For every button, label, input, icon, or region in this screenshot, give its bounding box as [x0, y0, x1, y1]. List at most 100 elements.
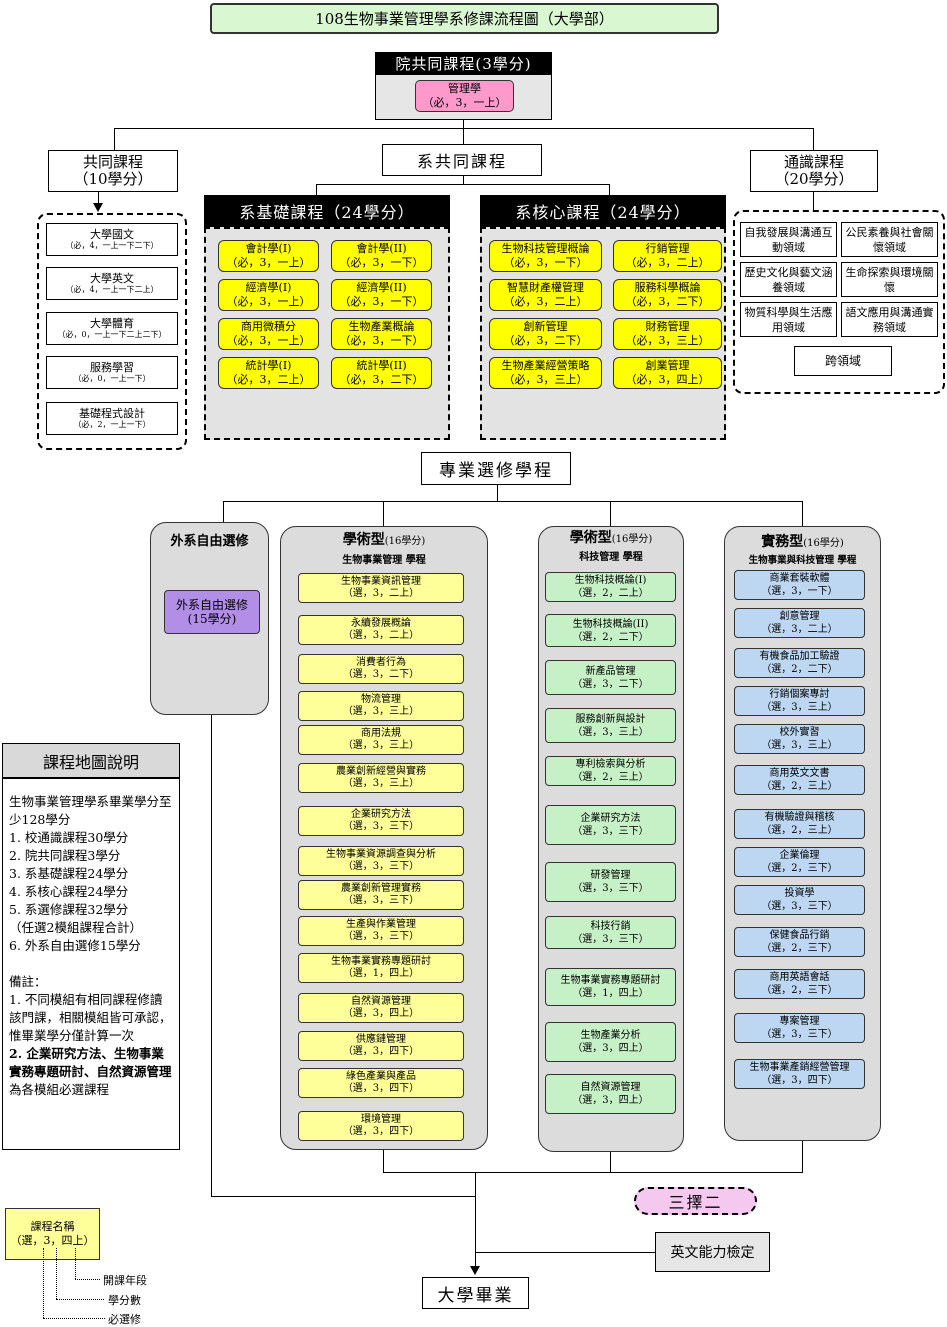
track-a-course-item[interactable]: 自然資源管理（選，3，四上） — [298, 993, 464, 1023]
course-name: 服務創新與設計 — [575, 713, 646, 725]
core-course-item[interactable]: 智慧財產權管理（必，3，二上） — [489, 279, 602, 311]
track-a-course-item[interactable]: 商用法規（選，3，三上） — [298, 725, 464, 755]
course-name: 生物科技概論(I) — [574, 575, 647, 586]
college-header: 院共同課程(3學分) — [375, 52, 552, 74]
common-course-item[interactable]: 大學英文（必，4，一上一下二上） — [46, 267, 178, 300]
course-meta: （必，3，三上） — [503, 373, 588, 386]
track-c-course-item[interactable]: 生物事業產銷經營管理（選，3，四下） — [734, 1059, 865, 1089]
common-course-item[interactable]: 大學體育（必，0，一上一下二上二下） — [46, 312, 178, 345]
key-meta: （選，3，四上） — [10, 1234, 95, 1247]
course-meta: （選，3，四上） — [342, 1008, 420, 1019]
basic-course-item[interactable]: 經濟學(I)（必，3，一上） — [218, 279, 319, 311]
track-a-course-item[interactable]: 消費者行為（選，3，二下） — [298, 654, 464, 684]
track-c-course-item[interactable]: 投資學（選，3，三下） — [734, 885, 865, 915]
core-course-item[interactable]: 服務科學概論（必，3，二下） — [613, 279, 722, 311]
track-b-course-item[interactable]: 生物產業分析 （選，3，四上） — [545, 1022, 676, 1062]
course-meta: （選，3，三下） — [572, 933, 649, 945]
course-name: 商用微積分 — [241, 320, 296, 333]
core-course-item[interactable]: 行銷管理（必，3，二上） — [613, 240, 722, 272]
basic-course-item[interactable]: 經濟學(II)（必，3，一下） — [331, 279, 432, 311]
track-a-course-item[interactable]: 農業創新管理實務（選，3，三下） — [298, 880, 464, 910]
track-a-course-item[interactable]: 環境管理（選，3，四下） — [298, 1111, 464, 1141]
gen-domain-item[interactable]: 自我發展與溝通互動領域 — [740, 222, 837, 257]
track-b-course-item[interactable]: 生物事業實務專題研討（選，1，四上） — [545, 968, 676, 1006]
track-a-course-item[interactable]: 農業創新經營與實務（選，3，三上） — [298, 763, 464, 793]
course-meta: （選，3，四下） — [342, 1083, 420, 1094]
gen-domain-item[interactable]: 語文應用與溝通實務領域 — [841, 302, 938, 337]
track-c-course-item[interactable]: 商用英文文書（選，2，三上） — [734, 765, 865, 795]
common-course-item[interactable]: 大學國文（必，4，一上一下二下） — [46, 223, 178, 256]
gen-domain-item[interactable]: 物質科學與生活應用領域 — [740, 302, 837, 337]
track-a-course-item[interactable]: 生產與作業管理（選，3，三下） — [298, 916, 464, 946]
track-b-course-item[interactable]: 新產品管理（選，3，二下） — [545, 660, 676, 695]
common-course-item[interactable]: 服務學習（必，0，一上一下） — [46, 356, 178, 389]
course-name: 生物產業分析 — [580, 1030, 641, 1041]
course-meta: （選，3，三下） — [572, 883, 649, 894]
core-course-item[interactable]: 生物產業經營策略（必，3，三上） — [489, 357, 602, 389]
track-a-course-item[interactable]: 生物事業實務專題研討（選，1，四上） — [298, 953, 464, 983]
key-label-year: 開課年段 — [103, 1274, 147, 1287]
basic-course-item[interactable]: 生物產業概論（必，3，一下） — [331, 318, 432, 350]
core-course-item[interactable]: 創新管理（必，3，二下） — [489, 318, 602, 350]
gen-domain-item[interactable]: 生命探索與環境關懷 — [841, 262, 938, 297]
track-b-course-item[interactable]: 服務創新與設計（選，3，三上） — [545, 708, 676, 743]
course-name: 生產與作業管理 — [346, 919, 416, 930]
course-meta: （選，3，三下） — [572, 826, 649, 837]
track-a-course-item[interactable]: 供應鏈管理（選，3，四下） — [298, 1031, 464, 1061]
course-management[interactable]: 管理學 （必，3，一上） — [415, 80, 514, 112]
course-name: 有機驗證與稽核 — [764, 812, 835, 823]
track-b-course-item[interactable]: 生物科技概論(II)（選，2，二下） — [545, 614, 676, 647]
course-meta: （必，4，一上一下二下） — [65, 241, 159, 250]
legend-note2-rest: 為各模組必選課程 — [9, 1082, 110, 1097]
track-c-course-item[interactable]: 商業套裝軟體（選，3，一下） — [734, 570, 865, 600]
gen-cross-domain[interactable]: 跨領域 — [794, 346, 892, 376]
general-title-text: 通識課程 — [783, 153, 844, 171]
track-a-course-item[interactable]: 生物事業資源調查與分析（選，3，三下） — [298, 846, 464, 876]
track-b-course-item[interactable]: 企業研究方法（選，3，三下） — [545, 805, 676, 845]
track-b-course-item[interactable]: 科技行銷（選，3，三下） — [545, 916, 676, 949]
course-meta: （選，3，二下） — [342, 669, 420, 680]
college-header-text: 院共同課程(3學分) — [395, 54, 532, 73]
common-course-item[interactable]: 基礎程式設計（必，2，一上一下） — [46, 402, 178, 435]
track-c-course-item[interactable]: 專案管理（選，3，三下） — [734, 1013, 865, 1043]
track-c-course-item[interactable]: 校外實習（選，3，三上） — [734, 724, 865, 754]
course-meta: （選，3，四上） — [572, 1043, 649, 1054]
course-name: 研發管理 — [590, 870, 631, 881]
track-c-course-item[interactable]: 行銷個案專討（選，3，三上） — [734, 686, 865, 716]
track-b-course-item[interactable]: 研發管理 （選，3，三下） — [545, 862, 676, 902]
core-course-item[interactable]: 生物科技管理概論（必，3，一下） — [489, 240, 602, 272]
track-c-course-item[interactable]: 創意管理（選，3，二上） — [734, 608, 865, 638]
track-b-course-item[interactable]: 生物科技概論(I)（選，2，二上） — [545, 572, 676, 602]
track-c-course-item[interactable]: 有機食品加工驗證（選，2，二下） — [734, 648, 865, 678]
track-b-course-item[interactable]: 自然資源管理（選，3，四上） — [545, 1074, 676, 1114]
core-course-item[interactable]: 創業管理（必，3，四上） — [613, 357, 722, 389]
external-title: 外系自由選修 — [150, 527, 269, 551]
legend-title: 課程地圖說明 — [2, 743, 180, 778]
track-c-course-item[interactable]: 企業倫理（選，2，三下） — [734, 847, 865, 877]
track-a-course-item[interactable]: 生物事業資訊管理（選，3，二上） — [298, 573, 464, 603]
track-b-course-item[interactable]: 專利檢索與分析（選，2，三上） — [545, 756, 676, 786]
track-c-course-item[interactable]: 有機驗證與稽核（選，2，三上） — [734, 809, 865, 839]
external-elective-box[interactable]: 外系自由選修 (15學分) — [164, 590, 260, 634]
track-a-course-item[interactable]: 永續發展概論（選，3，二上） — [298, 615, 464, 645]
track-a-course-item[interactable]: 綠色產業與產品（選，3，四下） — [298, 1068, 464, 1098]
gen-domain-item[interactable]: 公民素養與社會關懷領域 — [841, 222, 938, 257]
course-name: 自然資源管理 — [580, 1082, 641, 1093]
basic-course-item[interactable]: 商用微積分（必，3，一上） — [218, 318, 319, 350]
basic-course-item[interactable]: 統計學(I)（必，3，二上） — [218, 357, 319, 389]
track-a-course-item[interactable]: 物流管理（選，3，三上） — [298, 691, 464, 721]
track-a-course-item[interactable]: 企業研究方法（選，3，三下） — [298, 806, 464, 836]
general-credits-text: （20學分） — [774, 170, 854, 188]
track-c-course-item[interactable]: 商用英語會話（選，2，三下） — [734, 969, 865, 999]
course-meta: （選，3，二上） — [342, 630, 420, 641]
core-course-item[interactable]: 財務管理（必，3，三上） — [613, 318, 722, 350]
track-b-title: 學術型(16學分) — [538, 530, 684, 548]
course-name: 服務學習 — [90, 361, 134, 374]
basic-course-item[interactable]: 會計學(I)（必，3，一上） — [218, 240, 319, 272]
basic-course-item[interactable]: 會計學(II)（必，3，一下） — [331, 240, 432, 272]
track-c-course-item[interactable]: 保健食品行銷（選，2，三下） — [734, 927, 865, 957]
basic-course-item[interactable]: 統計學(II)（必，3，二下） — [331, 357, 432, 389]
english-test-box[interactable]: 英文能力檢定 — [655, 1232, 770, 1272]
course-meta: （選，3，二下） — [572, 678, 649, 690]
gen-domain-item[interactable]: 歷史文化與藝文涵養領域 — [740, 262, 837, 297]
